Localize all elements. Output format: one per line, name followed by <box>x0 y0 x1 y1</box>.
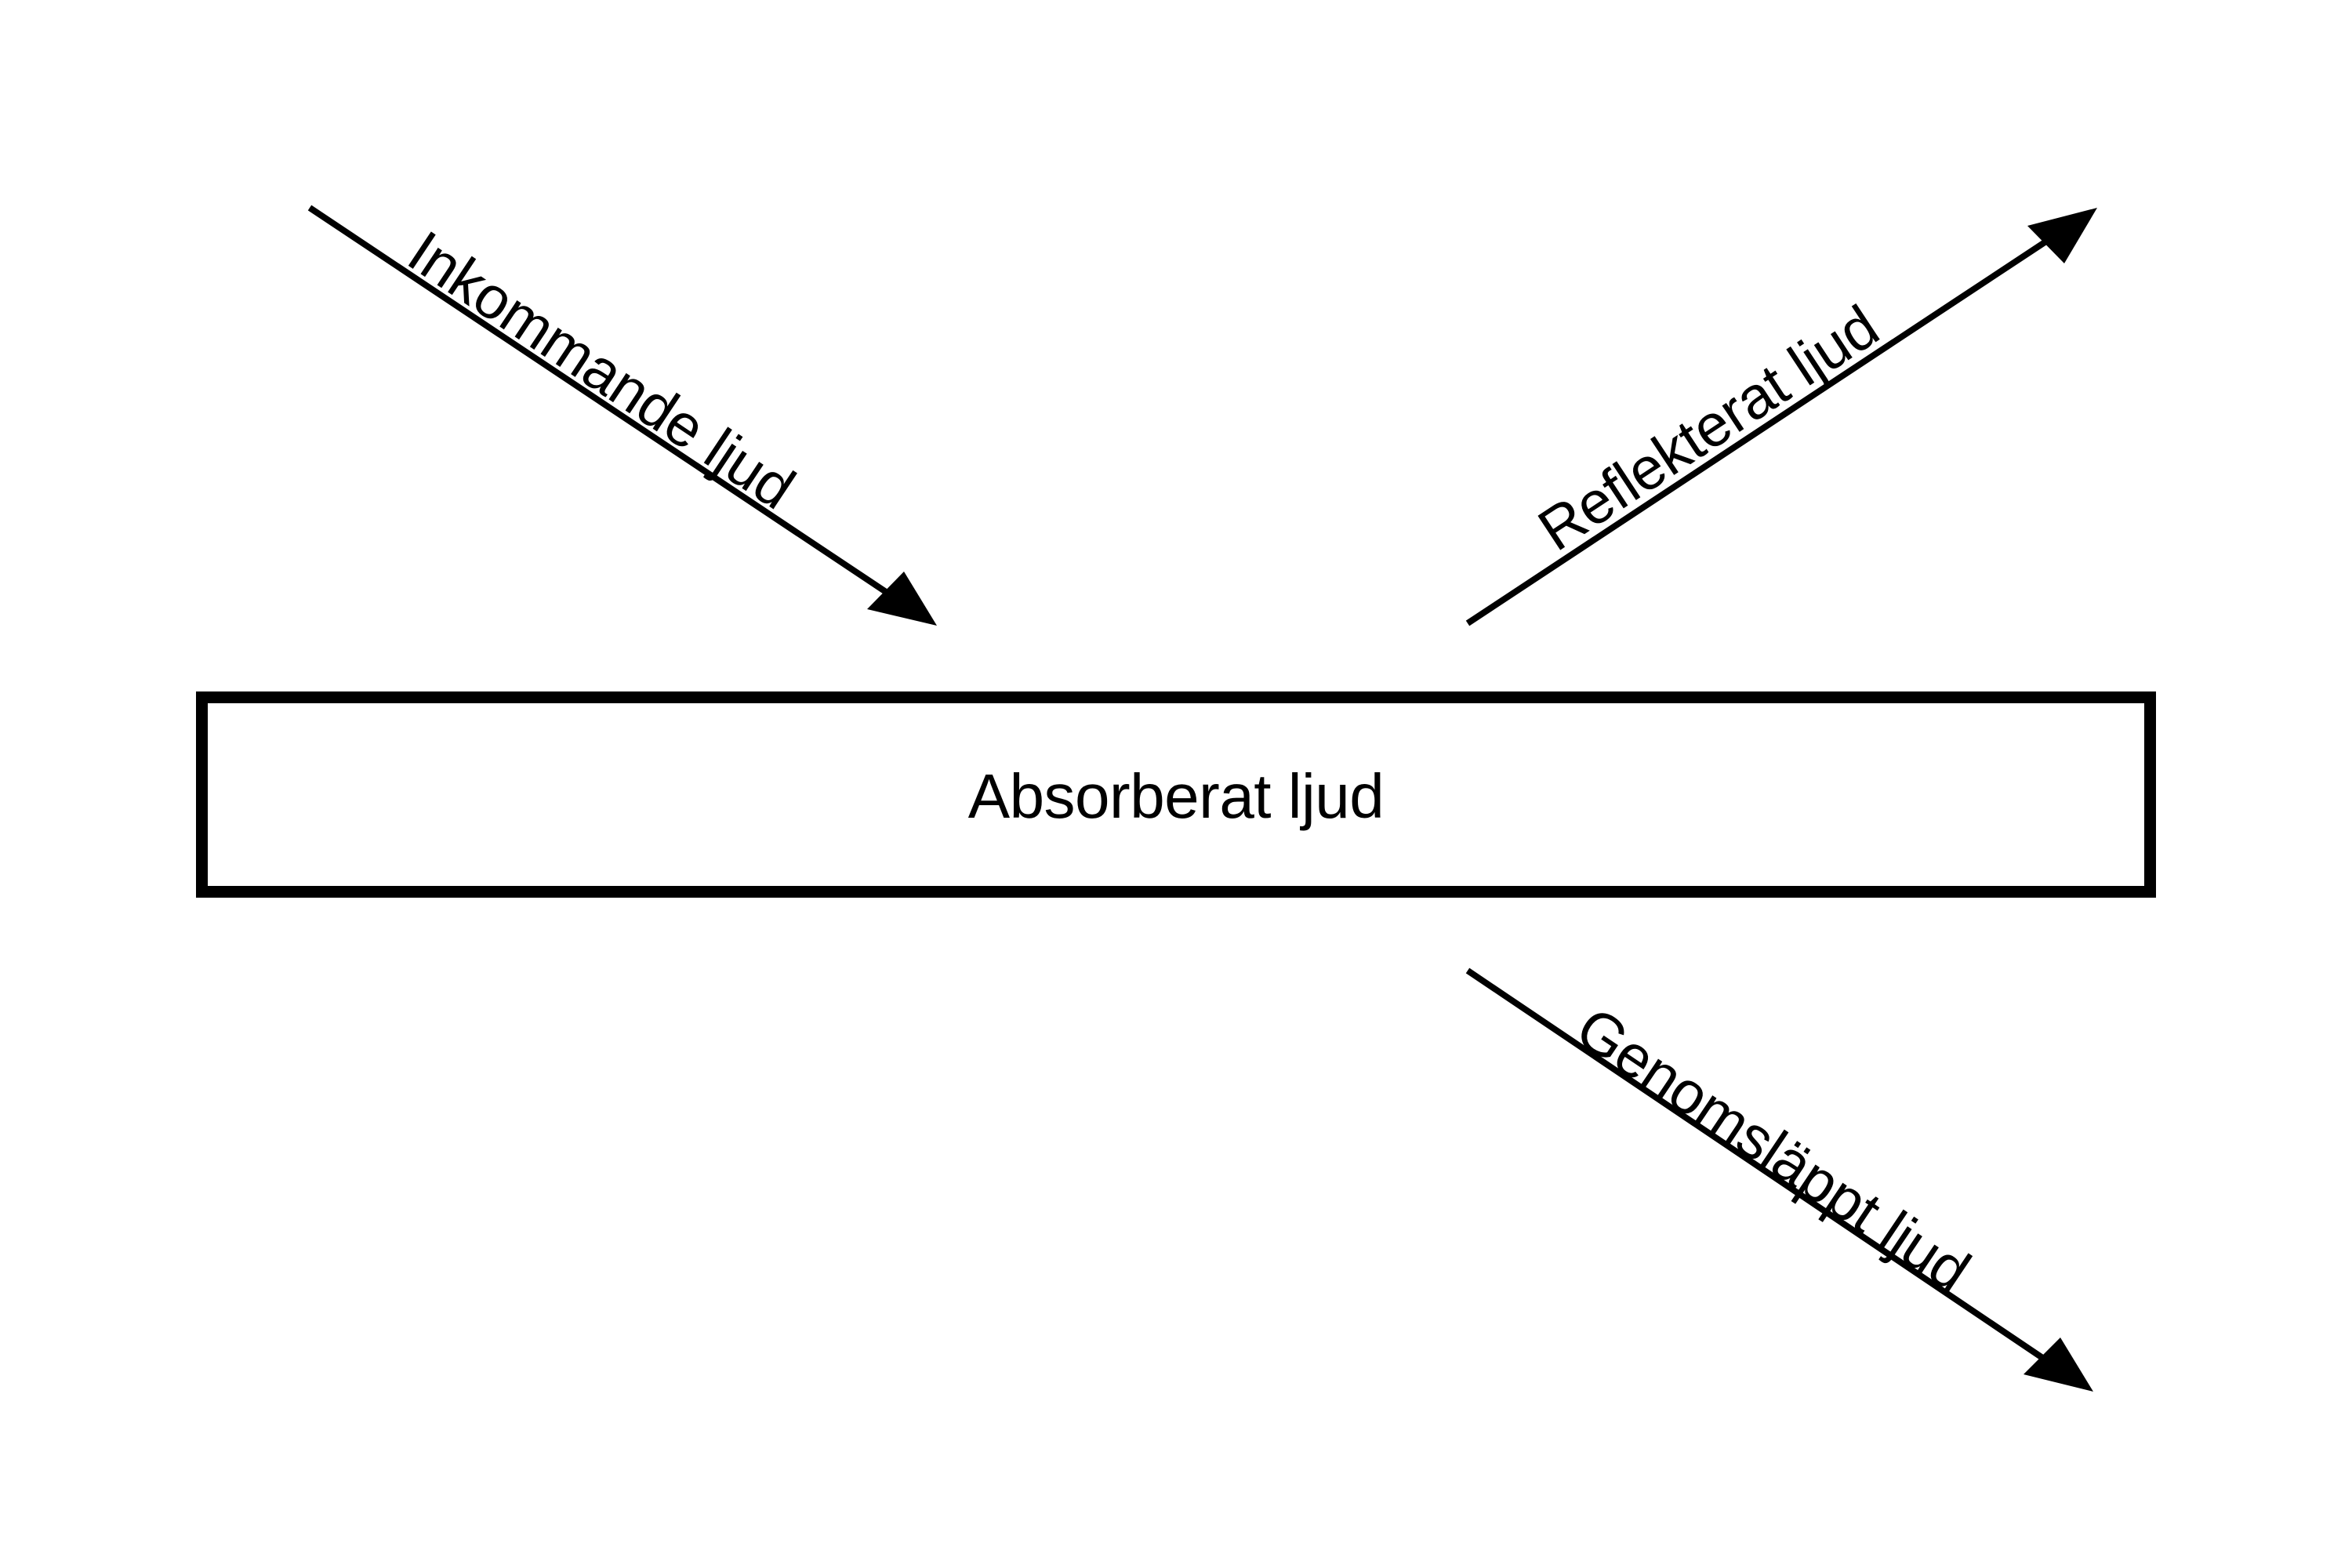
incoming-sound-arrow: Inkommande ljud <box>307 205 937 626</box>
reflected-sound-arrow-line <box>1465 223 2072 626</box>
transmitted-sound-arrowhead <box>2024 1338 2093 1392</box>
incoming-sound-label: Inkommande ljud <box>397 218 806 522</box>
incoming-sound-arrowhead <box>867 572 937 626</box>
reflected-sound-arrow: Reflekterat ljud <box>1465 208 2097 626</box>
absorbing-panel: Absorberat ljud <box>196 691 2156 898</box>
reflected-sound-arrowhead <box>2027 208 2097 263</box>
reflected-sound-label: Reflekterat ljud <box>1527 293 1890 564</box>
absorbing-panel-label: Absorberat ljud <box>968 761 1385 831</box>
absorbing-panel-rect <box>196 691 2156 898</box>
transmitted-sound-label: Genomsläppt ljud <box>1565 995 1982 1305</box>
transmitted-sound-arrow: Genomsläppt ljud <box>1465 967 2093 1392</box>
transmitted-sound-arrow-line <box>1465 967 2068 1377</box>
incoming-sound-arrow-line <box>307 205 912 611</box>
